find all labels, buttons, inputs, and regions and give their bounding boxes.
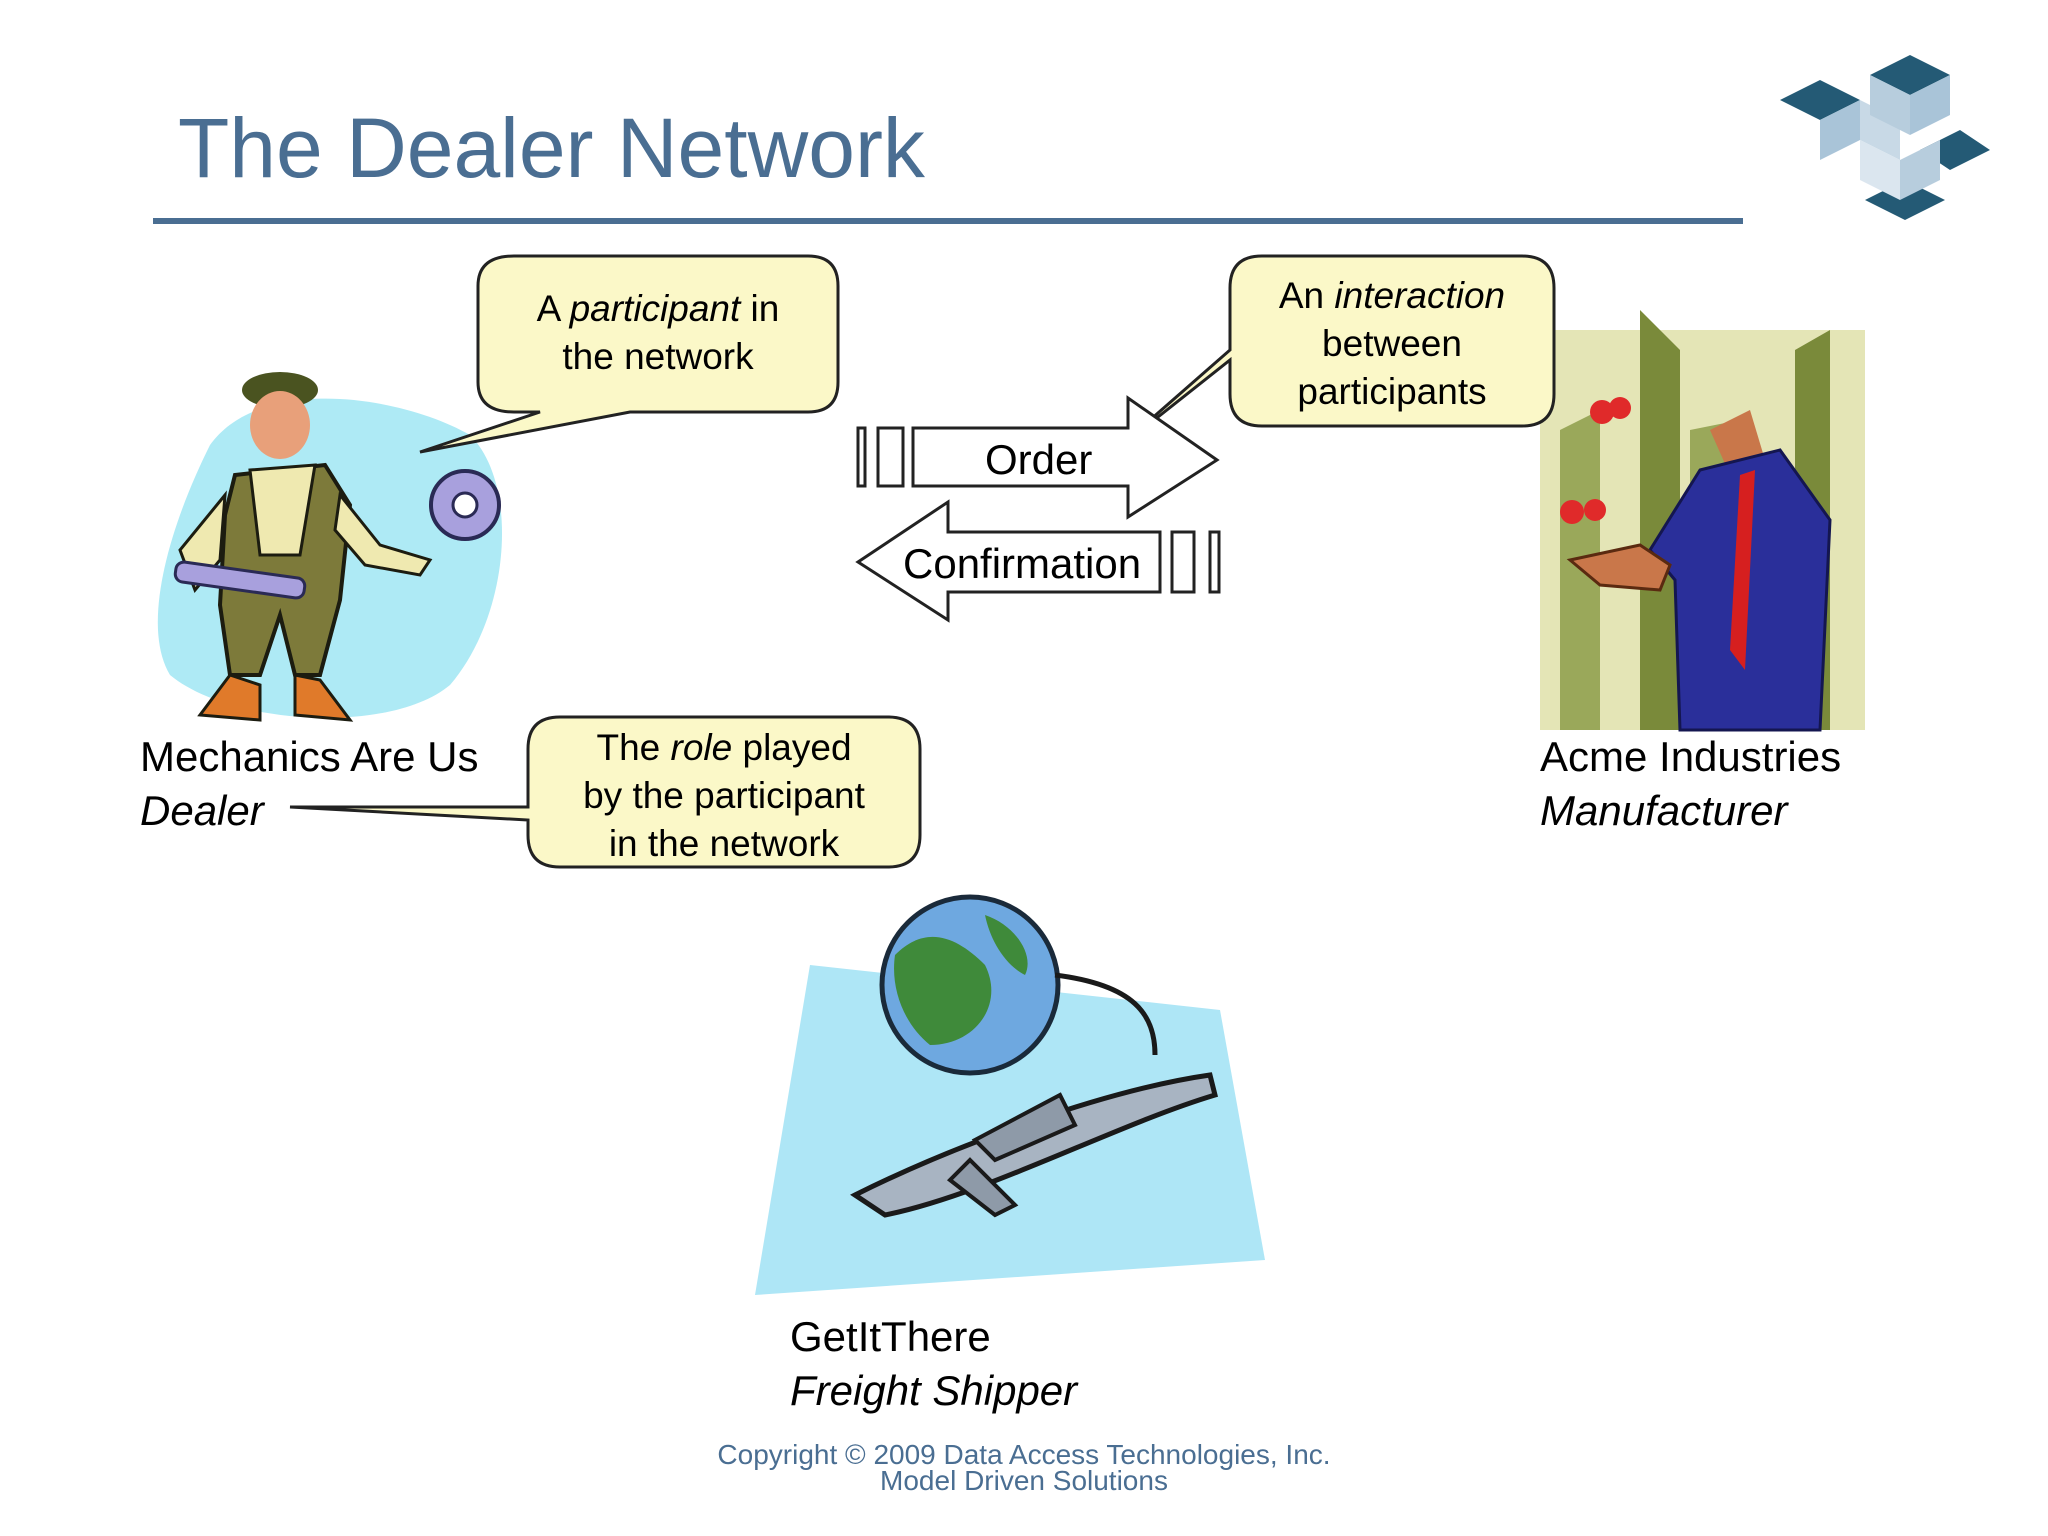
- dealer-label: Mechanics Are Us Dealer: [140, 730, 478, 838]
- copyright-text: Copyright © 2009 Data Access Technologie…: [717, 1439, 1331, 1470]
- dealer-name: Mechanics Are Us: [140, 733, 479, 780]
- callout-interaction-text: An interaction between participants: [1232, 272, 1552, 416]
- callout-role-emph: role: [670, 727, 733, 768]
- callout-participant-line2: the network: [562, 336, 754, 377]
- tagline-text: Model Driven Solutions: [880, 1465, 1168, 1496]
- shipper-role: Freight Shipper: [790, 1364, 1077, 1418]
- manufacturer-role: Manufacturer: [1540, 784, 1841, 838]
- callout-role-shape: [289, 715, 922, 869]
- callout-role-text: The role played by the participant in th…: [528, 724, 920, 868]
- shipper-role-text: Freight Shipper: [790, 1367, 1078, 1414]
- callout-interaction-shape: [1109, 254, 1556, 457]
- shipper-label: GetItThere Freight Shipper: [790, 1310, 1077, 1418]
- callout-role-suffix: played: [732, 727, 852, 768]
- confirmation-arrow: [855, 499, 1221, 623]
- mechanic-illustration: [157, 372, 503, 722]
- title-underline: [153, 218, 1743, 224]
- callout-participant-suffix: in: [740, 288, 780, 329]
- freight-plane-illustration: [755, 894, 1265, 1295]
- callout-role-prefix: The: [596, 727, 671, 768]
- callout-role-line2: by the participant: [583, 775, 865, 816]
- shipper-name: GetItThere: [790, 1313, 991, 1360]
- order-arrow: [856, 395, 1220, 520]
- manufacturer-role-text: Manufacturer: [1540, 787, 1788, 834]
- callout-role-line3: in the network: [608, 823, 840, 864]
- confirmation-label: Confirmation: [903, 540, 1142, 587]
- callout-interaction-line2: between: [1322, 323, 1462, 364]
- footer: Copyright © 2009 Data Access Technologie…: [0, 1439, 2048, 1496]
- manufacturer-name: Acme Industries: [1540, 733, 1842, 780]
- dealer-role-text: Dealer: [140, 787, 264, 834]
- callout-participant-shape: [419, 254, 840, 454]
- order-label: Order: [985, 436, 1093, 483]
- callout-participant-prefix: A: [536, 288, 570, 329]
- manufacturer-label: Acme Industries Manufacturer: [1540, 730, 1841, 838]
- callout-participant-emph: participant: [569, 288, 741, 329]
- callout-interaction-emph: interaction: [1334, 275, 1506, 316]
- callout-participant-text: A participant in the network: [480, 285, 836, 381]
- company-logo: [1780, 55, 1990, 220]
- slide-title: The Dealer Network: [178, 101, 925, 195]
- callout-interaction-prefix: An: [1278, 275, 1335, 316]
- businessman-illustration: [1540, 310, 1865, 732]
- dealer-role: Dealer: [140, 784, 478, 838]
- callout-interaction-line3: participants: [1297, 371, 1487, 412]
